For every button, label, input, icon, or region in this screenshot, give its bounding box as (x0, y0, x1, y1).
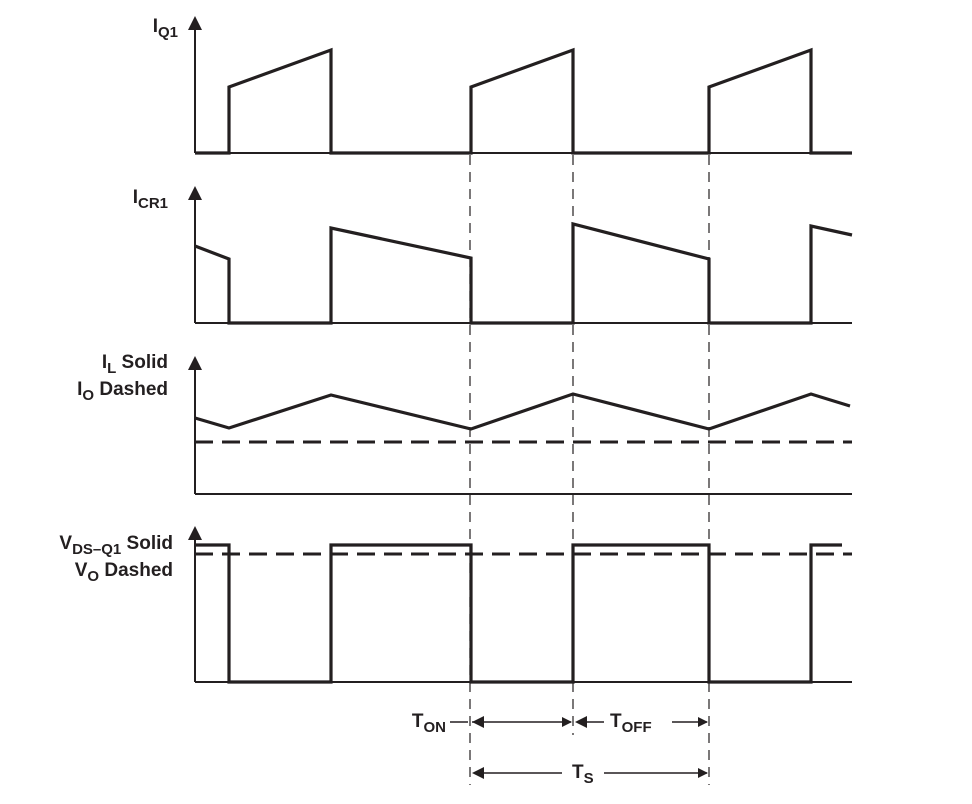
vds-label: VDS–Q1 Solid (59, 533, 173, 558)
iq1-label: IQ1 (153, 16, 178, 41)
icr1-waveform (194, 221, 853, 325)
panel-il-io: IL Solid IO Dashed (77, 352, 852, 495)
il-waveform-solid (194, 392, 851, 431)
timing-annotations: TON TOFF TS (412, 711, 708, 787)
panel-iq1: IQ1 (153, 16, 852, 155)
io-label: IO Dashed (77, 379, 168, 404)
icr1-y-axis-arrow (188, 186, 202, 200)
iq1-waveform (195, 47, 852, 155)
vds-y-axis-arrow (188, 526, 202, 540)
ts-label: TS (572, 762, 594, 787)
vo-label: VO Dashed (75, 560, 173, 585)
icr1-label: ICR1 (133, 187, 168, 212)
panel-icr1: ICR1 (133, 186, 853, 325)
ts-arrow-start (472, 767, 484, 779)
toff-arrow-start (575, 716, 587, 728)
il-label: IL Solid (102, 352, 168, 377)
ton-arrow-start (472, 716, 484, 728)
ton-label: TON (412, 711, 446, 736)
vds-waveform-solid (195, 543, 842, 684)
toff-label: TOFF (610, 711, 652, 736)
panel-vds-vo: VDS–Q1 Solid VO Dashed (59, 526, 852, 684)
il-y-axis-arrow (188, 356, 202, 370)
iq1-y-axis-arrow (188, 16, 202, 30)
